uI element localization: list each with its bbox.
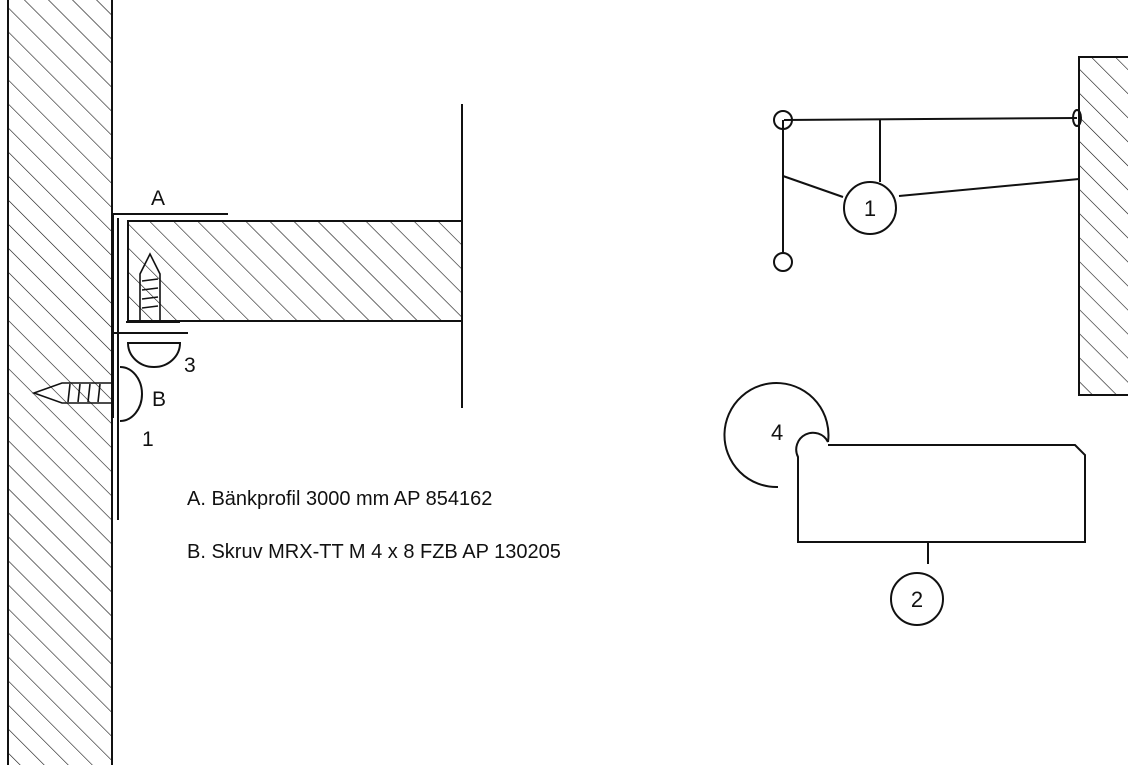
screw-3 [126, 252, 182, 368]
bench-profile [112, 213, 228, 520]
bench-top-section [127, 220, 463, 322]
label-4: 4 [771, 420, 783, 445]
wall-section-right [1078, 56, 1128, 396]
callout-1-number: 1 [864, 196, 876, 221]
label-3: 3 [184, 354, 196, 377]
label-1-detail: 1 [142, 428, 154, 451]
top-arm-assembly [773, 109, 1082, 272]
callout-circle-2: 2 [890, 572, 944, 626]
spec-bench-profile: A. Bänkprofil 3000 mm AP 854162 [187, 488, 492, 510]
callout-2-number: 2 [911, 587, 923, 612]
spec-screw: B. Skruv MRX-TT M 4 x 8 FZB AP 130205 [187, 541, 561, 563]
callout-circle-1: 1 [843, 181, 897, 235]
lower-bracket-assembly [723, 382, 1086, 564]
label-b: B [152, 388, 166, 411]
label-a: A [151, 187, 165, 210]
screw-b [31, 366, 143, 422]
